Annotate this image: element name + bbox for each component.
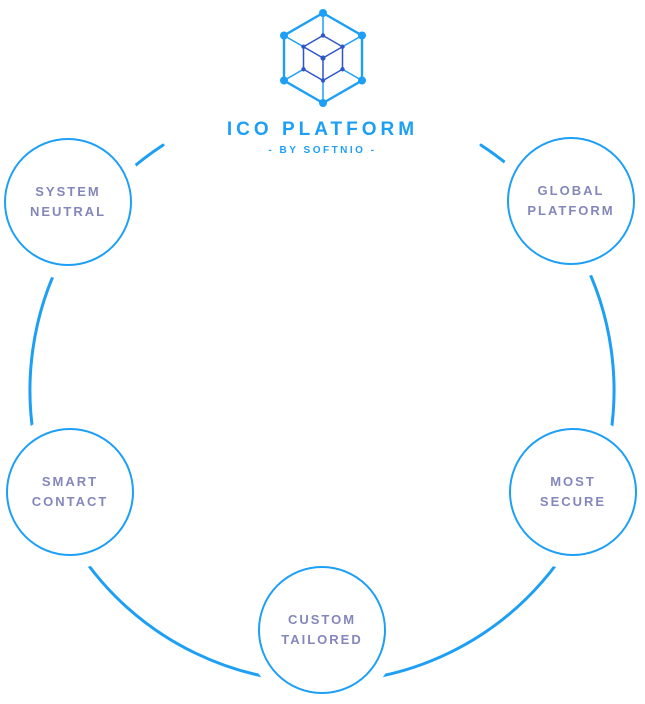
logo-subtitle: - BY SOFTNIO -	[268, 145, 377, 156]
node-label: CONTACT	[31, 494, 109, 509]
node-label: CUSTOM	[287, 612, 357, 627]
node-label: TAILORED	[281, 632, 363, 647]
node-label: SMART	[41, 474, 99, 489]
node-custom-tailored: CUSTOM TAILORED	[258, 566, 386, 694]
node-label: MOST	[550, 474, 596, 489]
logo-title: ICO PLATFORM	[226, 119, 419, 140]
node-smart-contact: SMART CONTACT	[6, 428, 134, 556]
logo: ICO PLATFORM - BY SOFTNIO -	[0, 8, 645, 156]
node-label: PLATFORM	[527, 203, 615, 218]
node-label: NEUTRAL	[29, 204, 107, 219]
node-label: GLOBAL	[537, 183, 605, 198]
hexagon-network-icon	[279, 9, 366, 107]
node-most-secure: MOST SECURE	[509, 428, 637, 556]
node-system-neutral: SYSTEM NEUTRAL	[4, 138, 132, 266]
node-global-platform: GLOBAL PLATFORM	[507, 137, 635, 265]
node-label: SYSTEM	[35, 184, 101, 199]
node-label: SECURE	[539, 494, 607, 509]
